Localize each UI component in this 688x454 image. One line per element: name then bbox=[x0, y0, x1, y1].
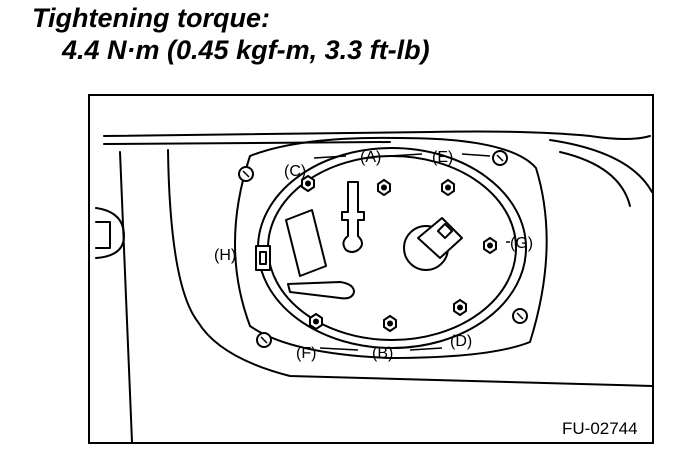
callout-E: (E) bbox=[432, 149, 453, 166]
tank-top-edge bbox=[103, 130, 651, 140]
torque-value: 4.4 N·m (0.45 kgf-m, 3.3 ft-lb) bbox=[62, 35, 430, 66]
vent-tube bbox=[341, 181, 365, 253]
callout-B: (B) bbox=[372, 345, 393, 362]
callout-A: (A) bbox=[360, 149, 381, 166]
tank-left-outer bbox=[119, 151, 133, 442]
pump-connector bbox=[417, 217, 463, 259]
fuel-hose bbox=[287, 281, 355, 300]
tank-top-edge-2 bbox=[103, 141, 391, 145]
callout-C: (C) bbox=[284, 163, 306, 180]
side-fitting bbox=[95, 207, 125, 259]
cover-plate bbox=[234, 136, 548, 359]
tank-right-side bbox=[549, 139, 652, 193]
connector-socket bbox=[436, 222, 454, 240]
callout-D: (D) bbox=[450, 333, 472, 350]
torque-title: Tightening torque: bbox=[32, 3, 270, 33]
fuel-pump-diagram: (A) (C) (E) (G) (H) (D) (B) (F) FU-02744 bbox=[95, 130, 652, 442]
diagram-frame: (A) (C) (E) (G) (H) (D) (B) (F) FU-02744 bbox=[88, 94, 654, 444]
figure-code: FU-02744 bbox=[562, 419, 638, 438]
pump-bracket bbox=[285, 209, 327, 277]
callout-F: (F) bbox=[296, 345, 316, 362]
header: Tightening torque: 4.4 N·m (0.45 kgf-m, … bbox=[32, 2, 430, 67]
callout-G: (G) bbox=[510, 235, 533, 252]
tank-contour bbox=[167, 149, 652, 387]
callout-H: (H) bbox=[214, 247, 236, 264]
tank-right-side-2 bbox=[559, 151, 631, 207]
